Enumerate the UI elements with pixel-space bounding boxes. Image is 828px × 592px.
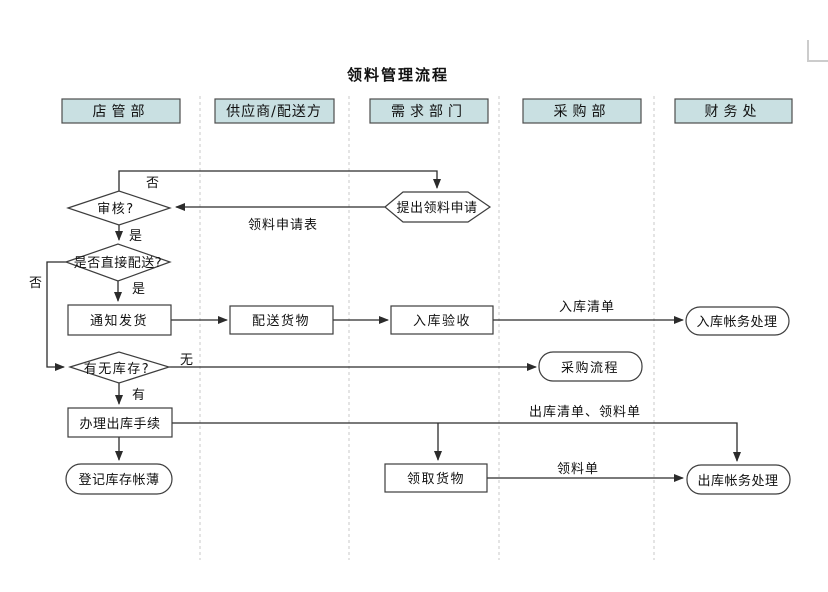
node-review: 审核? — [66, 190, 172, 226]
diamond-shape — [64, 243, 172, 282]
node-label: 入库验收 — [413, 313, 471, 329]
lane-header-finance-office: 财务处 — [674, 98, 793, 124]
node-outbound-procedure: 办理出库手续 — [67, 407, 173, 438]
edge-label-direct-yes: 是 — [132, 282, 146, 297]
node-label: 是否直接配送? — [74, 255, 162, 271]
node-label: 出库帐务处理 — [697, 473, 778, 489]
node-register-ledger: 登记库存帐薄 — [65, 463, 173, 495]
node-notify-shipping: 通知发货 — [67, 304, 172, 336]
lane-header-label: 财务处 — [705, 104, 762, 120]
process-box — [67, 304, 172, 336]
process-box — [384, 463, 488, 493]
edge-direct-no — [46, 261, 66, 371]
lane-header-box — [61, 98, 181, 124]
edge-label-review-yes: 是 — [129, 229, 143, 244]
lane-header-label: 店管部 — [93, 104, 150, 120]
process-box — [229, 305, 334, 335]
node-label: 有无库存? — [84, 361, 150, 377]
page-corner-icon — [807, 40, 828, 62]
diamond-shape — [68, 351, 172, 384]
node-inbound-inspection: 入库验收 — [390, 305, 494, 335]
edge-label-requisition-slip: 领料单 — [557, 462, 599, 477]
node-label: 提出领料申请 — [396, 200, 477, 216]
stadium-box — [65, 463, 173, 495]
lane-header-store-management: 店管部 — [61, 98, 181, 124]
process-box — [390, 305, 494, 335]
edge-label-requisition-form: 领料申请表 — [248, 218, 318, 233]
edge-label-inbound-list: 入库清单 — [559, 299, 615, 315]
lane-header-box — [522, 98, 642, 124]
lane-header-box — [214, 98, 335, 124]
edge-review-no — [118, 170, 441, 191]
edge-label-review-no: 否 — [146, 176, 160, 191]
lane-header-purchasing-department: 采购部 — [522, 98, 642, 124]
node-label: 入库帐务处理 — [696, 314, 777, 330]
node-collect-goods: 领取货物 — [384, 463, 488, 493]
node-label: 领取货物 — [407, 471, 465, 487]
diamond-shape — [66, 190, 172, 226]
lane-header-label: 采购部 — [554, 104, 611, 120]
stadium-box — [685, 306, 790, 336]
edge-label-stock-yes: 有 — [132, 388, 146, 403]
edge-label-direct-no: 否 — [29, 276, 43, 291]
edge-outbound-to-accounting — [172, 422, 741, 462]
node-label: 通知发货 — [90, 313, 148, 329]
node-label: 办理出库手续 — [79, 416, 160, 432]
node-stock-check: 有无库存? — [68, 351, 172, 384]
node-label: 采购流程 — [561, 360, 619, 376]
lane-header-box — [674, 98, 793, 124]
stadium-box — [538, 351, 643, 382]
node-submit-request: 提出领料申请 — [384, 191, 492, 223]
lane-header-box — [369, 98, 489, 124]
hexagon-shape — [384, 191, 492, 223]
lane-header-supplier: 供应商/配送方 — [214, 98, 335, 124]
node-outbound-accounting: 出库帐务处理 — [686, 464, 791, 495]
page-title: 领料管理流程 — [346, 66, 449, 84]
node-direct-delivery: 是否直接配送? — [64, 243, 172, 282]
edge-label-stock-no: 无 — [180, 353, 194, 368]
node-inbound-accounting: 入库帐务处理 — [685, 306, 790, 336]
lane-header-requesting-department: 需求部门 — [369, 98, 489, 124]
node-purchasing-process: 采购流程 — [538, 351, 643, 382]
edges — [46, 170, 741, 482]
edge-labels: 否 领料申请表 是 否 是 入库清单 无 有 出库清单、领料单 领料单 — [29, 176, 641, 477]
node-label: 审核? — [97, 202, 134, 217]
lane-separators — [199, 96, 655, 560]
node-label: 登记库存帐薄 — [78, 472, 159, 488]
lane-header-label: 供应商/配送方 — [226, 103, 322, 120]
process-box — [67, 407, 173, 438]
stadium-box — [686, 464, 791, 495]
lane-header-label: 需求部门 — [391, 104, 467, 120]
node-label: 配送货物 — [252, 313, 310, 329]
node-deliver-goods: 配送货物 — [229, 305, 334, 335]
edge-label-outbound-list: 出库清单、领料单 — [529, 404, 641, 420]
